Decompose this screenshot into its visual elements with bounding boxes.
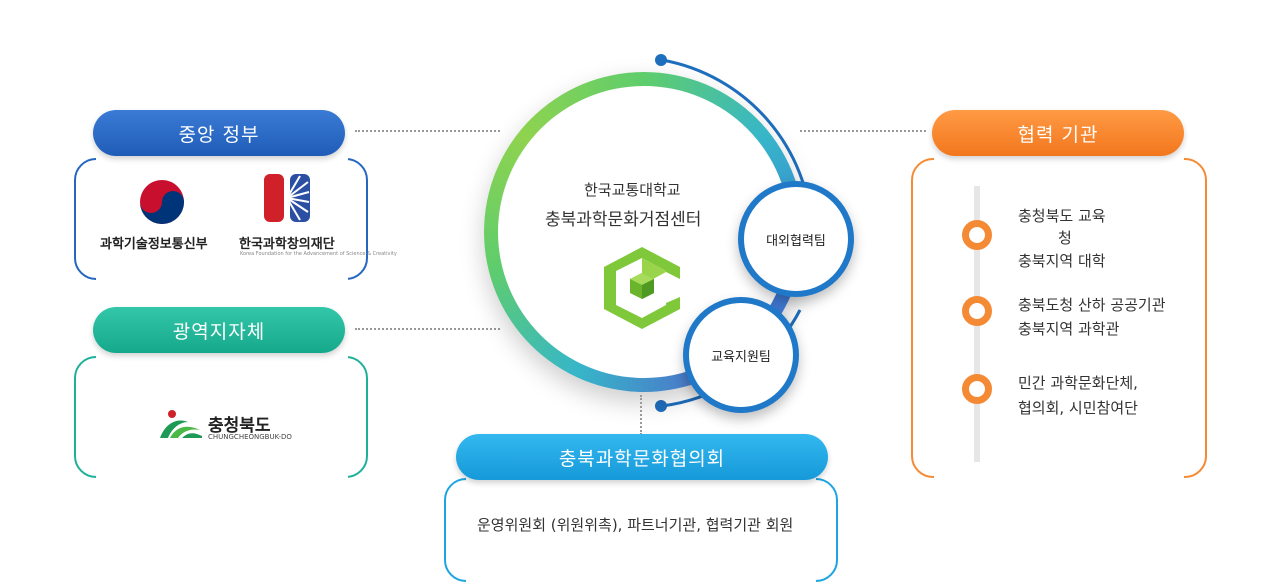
partners-item-1-line2: 청 (1058, 229, 1072, 247)
orbit-dot-top (655, 54, 667, 66)
local-gov-bracket-mask-bottom (96, 474, 348, 480)
central-gov-bracket-mask-bottom (96, 276, 348, 282)
local-gov-connector (355, 328, 500, 330)
orbit-dot-bottom (655, 400, 667, 412)
partners-item-1-line1: 충청북도 교육 (1018, 207, 1106, 225)
center-logo-icon (604, 247, 680, 329)
partners-title: 협력 기관 (932, 110, 1184, 156)
partners-item-3-line1: 민간 과학문화단체, (1018, 374, 1138, 392)
partners-bullet-icon (962, 374, 992, 404)
msit-logo-icon (140, 180, 184, 224)
kofac-logo-subtext: Korea Foundation for the Advancement of … (240, 251, 397, 257)
partners-connector (800, 130, 926, 132)
central-gov-title: 중앙 정부 (93, 110, 345, 156)
partners-item-2-line2: 충북지역 과학관 (1018, 320, 1120, 338)
msit-logo-text: 과학기술정보통신부 (100, 237, 208, 252)
local-gov-title: 광역지자체 (93, 307, 345, 353)
central-gov-connector (355, 130, 500, 132)
council-bracket-mask-bottom (466, 576, 816, 586)
kofac-logo-text: 한국과학창의재단 (239, 237, 335, 252)
partners-bullet-icon (962, 220, 992, 250)
center-name: 충북과학문화거점센터 (545, 210, 702, 230)
chungbuk-logo-text: 충청북도 (208, 416, 271, 436)
chungbuk-logo-icon (160, 410, 202, 438)
partners-bracket-mask-top (934, 156, 1184, 162)
council-description: 운영위원회 (위원위촉), 파트너기관, 협력기관 회원 (477, 516, 794, 534)
partners-bullet-icon (962, 296, 992, 326)
center-university: 한국교통대학교 (584, 181, 681, 199)
kofac-logo-icon (264, 174, 310, 222)
central-gov-bracket-mask-top (96, 156, 348, 162)
central-gov-bracket (74, 158, 368, 280)
team-education-button[interactable]: 교육지원팀 (683, 297, 799, 413)
council-title: 충북과학문화협의회 (456, 434, 828, 480)
local-gov-bracket-mask-top (96, 354, 348, 360)
council-connector (640, 395, 642, 435)
partners-item-1-line3: 충북지역 대학 (1018, 252, 1106, 270)
partners-item-2-line1: 충북도청 산하 공공기관 (1018, 296, 1166, 314)
chungbuk-logo-subtext: CHUNGCHEONGBUK-DO (208, 433, 292, 441)
partners-item-3-line2: 협의회, 시민참여단 (1018, 399, 1138, 417)
partners-bracket-mask-bottom (934, 474, 1184, 480)
team-external-button[interactable]: 대외협력팀 (738, 181, 854, 297)
